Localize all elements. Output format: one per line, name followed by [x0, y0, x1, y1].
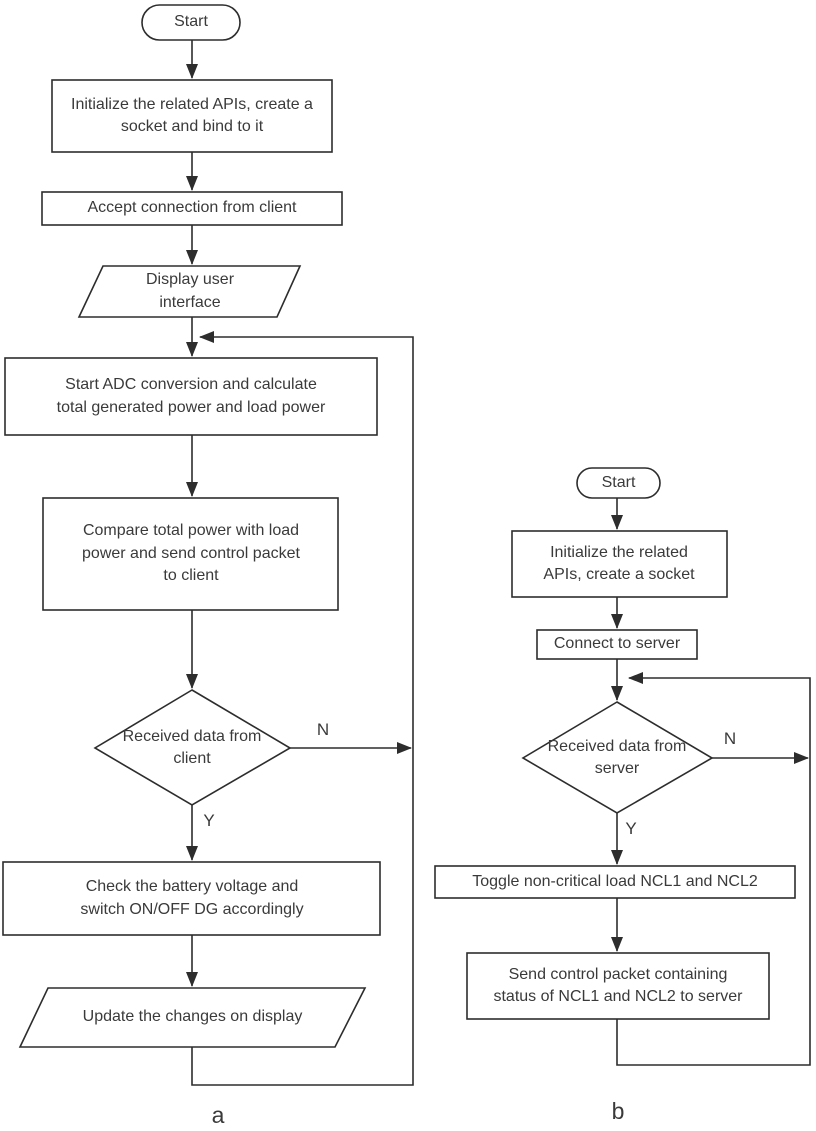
b-process-send-shape	[466, 952, 770, 1020]
b-decision-label: Received data from server	[547, 737, 687, 777]
a-process-check-label: Check the battery voltage and switch ON/…	[80, 878, 304, 918]
a-process-accept-shape	[41, 191, 343, 226]
a-io-update-shape	[18, 987, 367, 1048]
b-connector-feedback-loop	[616, 672, 811, 1066]
a-process-init-shape	[51, 79, 333, 153]
b-branch-no-label: N	[723, 729, 737, 748]
a-process-check-shape	[2, 861, 381, 936]
a-io-update-label: Update the changes on display	[82, 1008, 303, 1026]
a-process-compare-label: Compare total power with load power and …	[82, 522, 300, 585]
b-process-init-label: Initialize the related APIs, create a so…	[543, 543, 695, 583]
a-process-compare-shape	[42, 497, 339, 611]
a-process-adc-shape	[4, 357, 378, 436]
b-terminator-start-label: Start	[601, 473, 636, 491]
b-caption: b	[611, 1097, 625, 1124]
b-process-send-label: Send control packet containing status of…	[493, 965, 743, 1005]
a-connector-feedback-loop	[191, 331, 414, 1086]
a-io-display-label: Display user interface	[145, 271, 235, 311]
a-decision-shape	[93, 689, 292, 806]
a-process-init-label: Initialize the related APIs, create a so…	[71, 95, 313, 135]
a-decision-label: Received data from client	[122, 727, 262, 767]
b-terminator-start-shape	[576, 467, 661, 499]
b-process-toggle-shape	[434, 865, 796, 899]
a-io-display-shape	[77, 265, 302, 318]
a-branch-yes-label: Y	[203, 811, 215, 830]
a-branch-no-label: N	[316, 720, 330, 739]
a-terminator-start-label: Start	[174, 13, 208, 31]
b-process-connect-label: Connect to server	[553, 635, 681, 653]
b-process-toggle-label: Toggle non-critical load NCL1 and NCL2	[472, 872, 758, 890]
b-branch-yes-label: Y	[625, 819, 637, 838]
a-process-accept-label: Accept connection from client	[87, 199, 297, 217]
a-terminator-start-shape	[141, 4, 241, 41]
a-process-adc-label: Start ADC conversion and calculate total…	[56, 376, 326, 416]
b-decision-shape	[521, 701, 714, 814]
b-process-connect-shape	[536, 629, 698, 660]
a-caption: a	[211, 1101, 225, 1128]
b-process-init-shape	[511, 530, 728, 598]
